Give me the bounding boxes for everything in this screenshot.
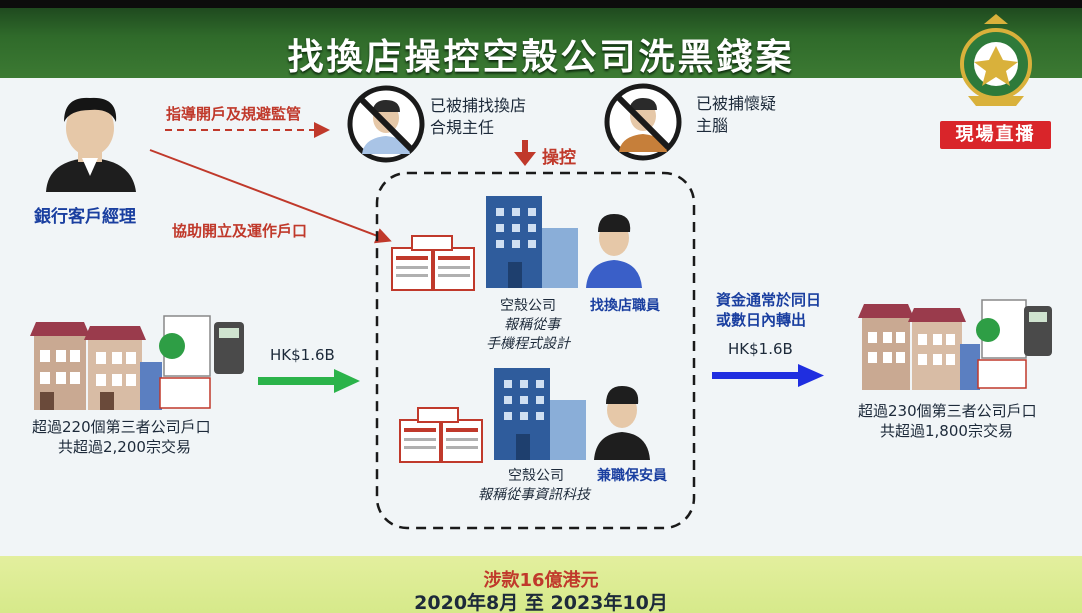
summary-banner	[0, 556, 1082, 613]
control-arrow	[514, 140, 536, 166]
arrested-compliance-line2: 合規主任	[430, 118, 495, 137]
customs-emblem-icon	[960, 14, 1032, 106]
documents-icon-2	[399, 407, 483, 463]
documents-icon-1	[391, 235, 475, 291]
summary-amount: 涉款16億港元	[483, 570, 599, 591]
guide-arrow-label: 指導開戶及規避監管	[166, 105, 302, 123]
shell-company-1-desc1: 報稱從事	[504, 317, 560, 333]
assist-arrow	[149, 149, 392, 244]
summary-period: 2020年8月 至 2023年10月	[414, 592, 668, 613]
shop-staff-label: 找換店職員	[590, 298, 660, 314]
office-building-icon-1	[486, 196, 578, 288]
shell-company-2-name: 空殼公司	[508, 468, 564, 484]
left-company-accounts-icon	[30, 315, 244, 410]
shell-company-1-name: 空殼公司	[500, 298, 556, 314]
shell-companies-box	[375, 171, 696, 530]
money-out-arrow	[712, 364, 824, 387]
right-accounts-line2: 共超過1,800宗交易	[880, 422, 1013, 440]
shell-company-2-desc: 報稱從事資訊科技	[478, 487, 590, 503]
left-accounts-line2: 共超過2,200宗交易	[58, 438, 191, 456]
assist-arrow-label: 協助開立及運作戶口	[172, 222, 308, 240]
arrested-compliance-line1: 已被捕找換店	[430, 96, 527, 115]
arrested-mastermind-line1: 已被捕懷疑	[696, 94, 777, 113]
money-out-note-line2: 或數日內轉出	[716, 311, 807, 329]
money-in-amount: HK$1.6B	[270, 346, 335, 364]
office-building-icon-2	[494, 368, 586, 460]
security-guard-label: 兼職保安員	[597, 468, 667, 484]
control-label: 操控	[542, 148, 576, 168]
arrested-compliance-icon	[347, 85, 425, 163]
money-in-arrow	[258, 369, 360, 393]
shop-staff-icon	[586, 214, 642, 288]
arrested-mastermind-icon	[604, 83, 682, 161]
right-company-accounts-icon	[858, 299, 1052, 390]
bank-manager-label: 銀行客戶經理	[34, 207, 136, 227]
left-accounts-line1: 超過220個第三者公司戶口	[32, 418, 211, 436]
money-out-note-line1: 資金通常於同日	[716, 291, 822, 309]
arrested-mastermind-line2: 主腦	[696, 116, 729, 135]
page-title: 找換店操控空殼公司洗黑錢案	[287, 37, 795, 78]
right-accounts-line1: 超過230個第三者公司戶口	[858, 402, 1037, 420]
money-out-amount: HK$1.6B	[728, 340, 793, 358]
shell-company-1-desc2: 手機程式設計	[486, 336, 570, 352]
security-guard-icon	[594, 386, 650, 460]
live-broadcast-badge: 現場直播	[940, 121, 1051, 149]
title-banner: 找換店操控空殼公司洗黑錢案	[0, 8, 1082, 78]
bank-manager-icon	[46, 97, 136, 192]
